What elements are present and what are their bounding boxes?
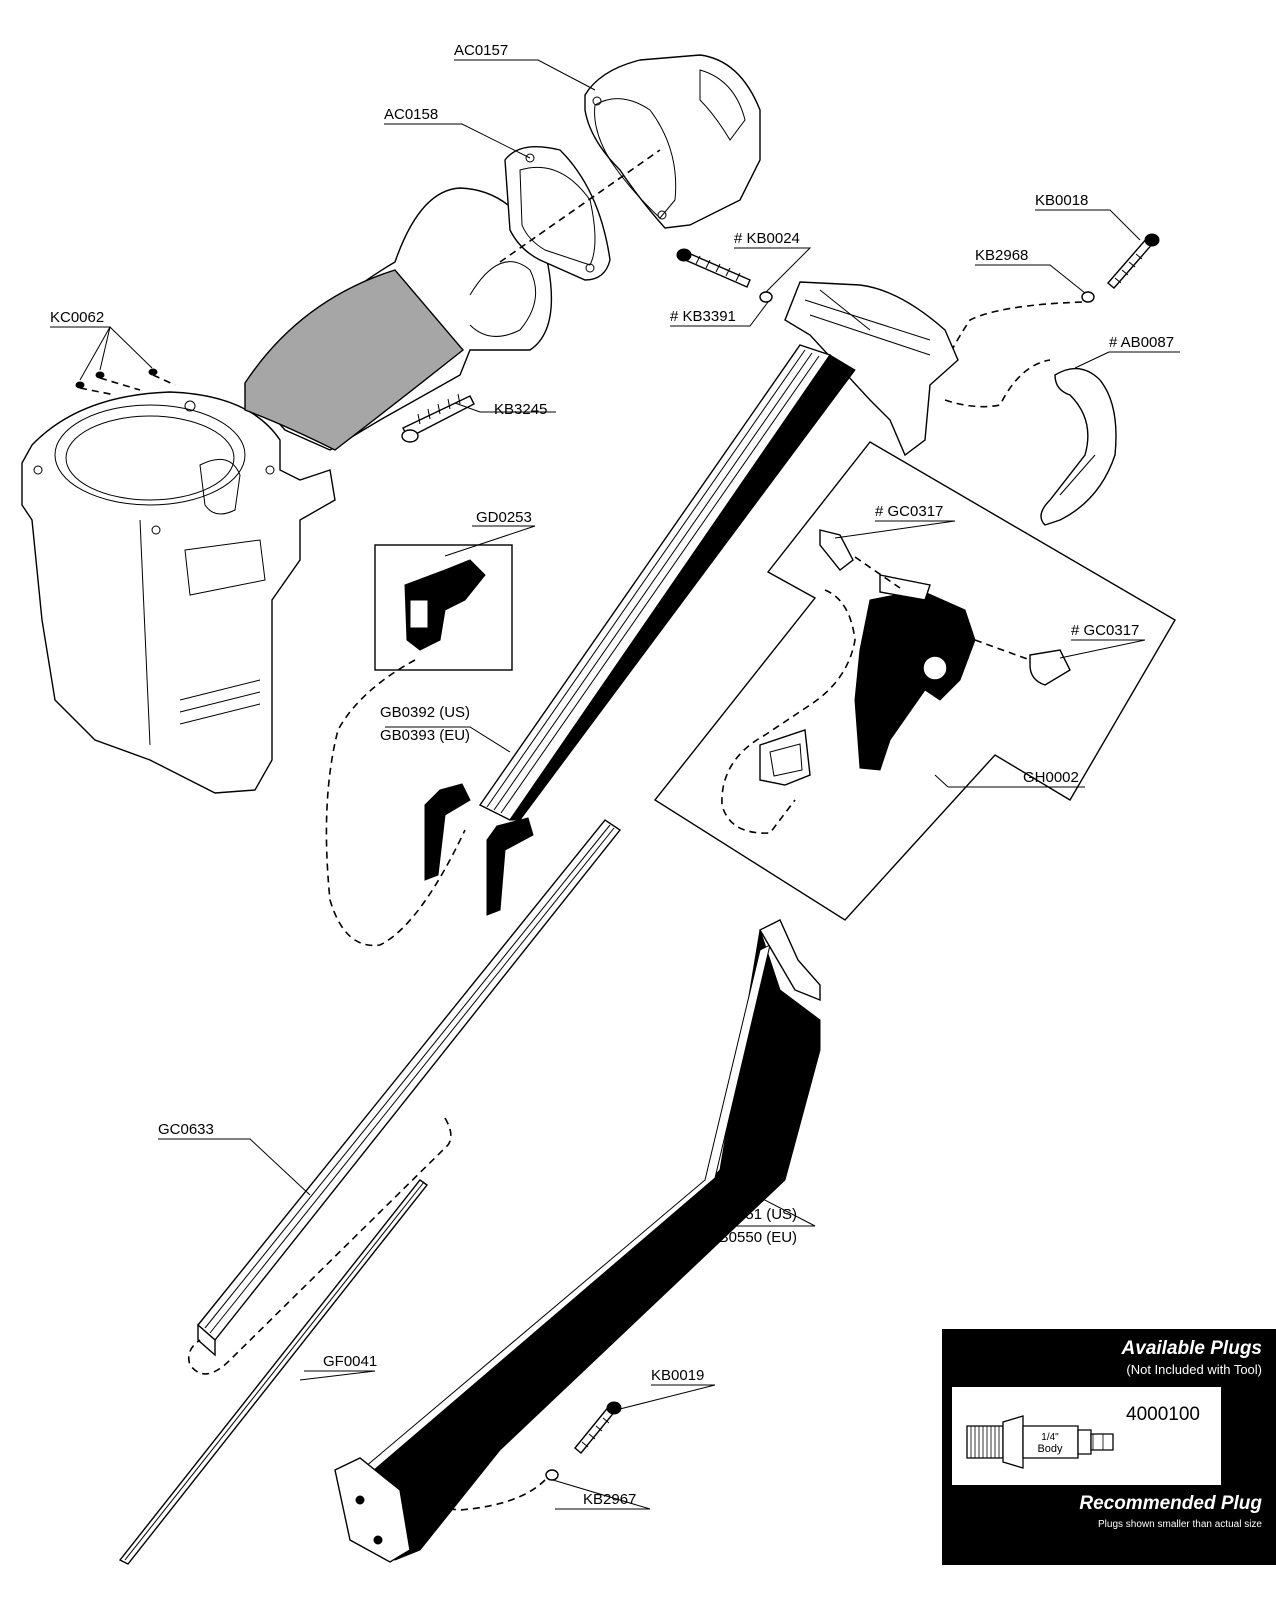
gd0253-dashed-path [325, 659, 466, 947]
plugs-subtitle: (Not Included with Tool) [1126, 1362, 1262, 1377]
gh0002-inset [653, 441, 1176, 921]
label-ac0158: AC0158 [384, 106, 438, 123]
label-kb0024: # KB0024 [734, 230, 800, 247]
kb2968-washer [1081, 291, 1095, 303]
label-gc0633: GC0633 [158, 1121, 214, 1138]
plugs-footer: Recommended Plug [1079, 1493, 1262, 1514]
gf0041-rod [118, 1179, 429, 1565]
plugs-title: Available Plugs [1121, 1338, 1262, 1359]
label-gb0550: GB0550 (EU) [707, 1229, 797, 1246]
label-gb0393: GB0393 (EU) [380, 727, 470, 744]
gasket-ac0158 [504, 146, 611, 281]
gh0002-dashed-path-1 [854, 556, 901, 589]
gb0551-magazine [334, 919, 821, 1563]
label-gc0317-top: # GC0317 [875, 503, 943, 520]
label-kb0019: KB0019 [651, 1367, 704, 1384]
plug-body-word: Body [1037, 1443, 1063, 1455]
plug-illustration-box: 1/4" Body 4000100 [952, 1387, 1221, 1485]
leader-lines [50, 59, 1180, 1510]
part-labels: AC0157 AC0158 KC0062 KB3245 # KB0024 # K… [50, 42, 1174, 1508]
grip-sleeve [244, 269, 465, 451]
driver-guide-assembly [424, 281, 959, 916]
plug-icon: 1/4" Body [966, 1415, 1114, 1469]
label-ac0157: AC0157 [454, 42, 508, 59]
kb0019-screw [574, 1401, 622, 1454]
label-gd0253: GD0253 [476, 509, 532, 526]
ab0087-dashed-path [944, 359, 1051, 408]
kb0024-bolt [676, 248, 751, 288]
label-kb3391: # KB3391 [670, 308, 736, 325]
ab0087-lever [1040, 367, 1117, 526]
kb3391-washer [759, 291, 773, 303]
label-gb0392: GB0392 (US) [380, 704, 470, 721]
plug-body-size: 1/4" [1041, 1432, 1059, 1443]
label-kb0018: KB0018 [1035, 192, 1088, 209]
gc0633-channel [197, 819, 622, 1357]
plug-part-number: 4000100 [1126, 1404, 1200, 1425]
kb2967-washer [545, 1469, 559, 1481]
cap-ac0157 [584, 54, 761, 229]
gh0002-dashed-path-2 [974, 639, 1031, 661]
tool-housing [21, 391, 336, 794]
available-plugs-panel: Available Plugs (Not Included with Tool)… [942, 1329, 1276, 1565]
label-kb2967: KB2967 [583, 1491, 636, 1508]
kc0062-screws [75, 368, 176, 396]
kb3245-screw [401, 393, 475, 443]
gd0253-inset [374, 544, 513, 671]
plugs-note: Plugs shown smaller than actual size [1098, 1519, 1262, 1530]
label-kc0062: KC0062 [50, 309, 104, 326]
label-gf0041: GF0041 [323, 1353, 377, 1370]
gc0633-dashed-path [187, 1117, 452, 1375]
label-gb0551: GB0551 (US) [707, 1206, 797, 1223]
gh0002-dashed-path-3 [721, 589, 856, 834]
label-kb3245: KB3245 [494, 401, 547, 418]
kb0018-dashed-path [939, 301, 1083, 376]
label-gh0002: GH0002 [1023, 769, 1079, 786]
label-gc0317-right: # GC0317 [1071, 622, 1139, 639]
kb0018-screw [1107, 233, 1160, 289]
label-kb2968: KB2968 [975, 247, 1028, 264]
label-ab0087: # AB0087 [1109, 334, 1174, 351]
kb0019-dashed-path [409, 1479, 546, 1511]
cap-alignment-line [499, 149, 661, 263]
